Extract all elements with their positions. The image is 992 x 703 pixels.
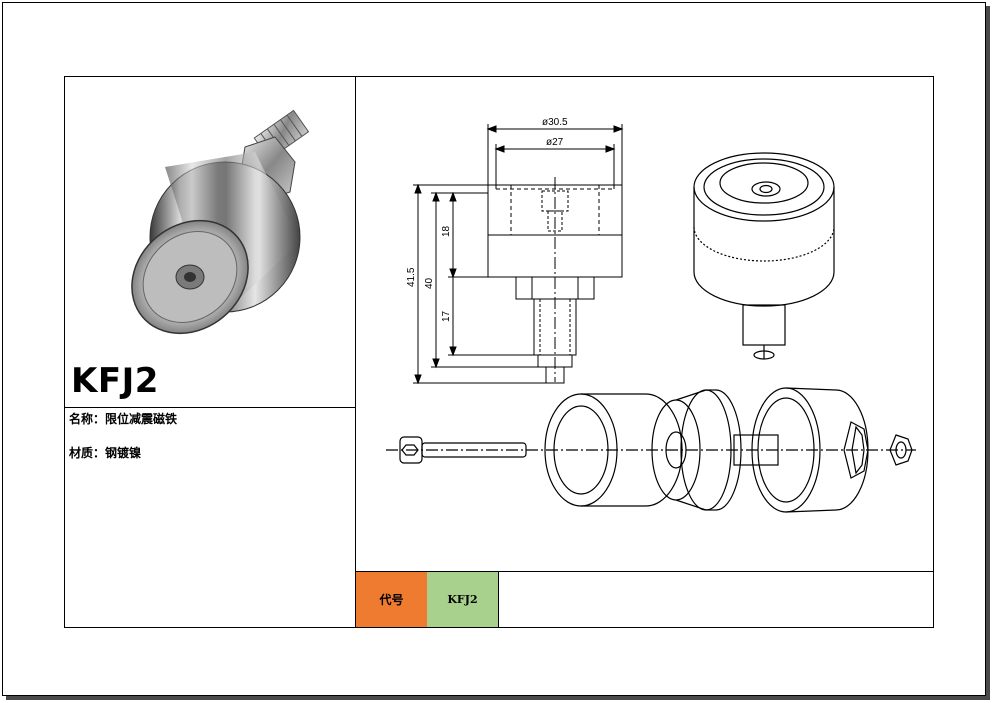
exploded-view: [386, 387, 916, 513]
material-value: 钢镀镍: [105, 446, 142, 460]
material-label: 材质：: [69, 446, 106, 460]
dim-total-height: 41.5: [406, 267, 417, 287]
title-frame: KFJ2 名称：限位减震磁铁 材质：钢镀镍 ø30.5: [64, 76, 934, 628]
isometric-view: [693, 152, 835, 360]
technical-drawing-cell: ø30.5 ø27: [356, 77, 933, 572]
model-title: KFJ2: [71, 361, 159, 401]
dim-inner-diameter: ø27: [546, 137, 564, 148]
name-label: 名称：: [69, 412, 106, 426]
dim-outer-diameter: ø30.5: [542, 117, 568, 128]
dim-body-height: 40: [424, 277, 435, 289]
material-spec: 材质：钢镀镍: [69, 444, 141, 461]
name-value: 限位减震磁铁: [105, 412, 178, 426]
product-photo: [131, 109, 310, 335]
code-row: 代号 KFJ2: [355, 572, 933, 627]
left-column: KFJ2 名称：限位减震磁铁 材质：钢镀镍: [65, 77, 356, 627]
name-spec: 名称：限位减震磁铁: [69, 410, 177, 427]
code-value-cell: KFJ2: [427, 572, 499, 627]
dim-top-height: 18: [441, 225, 452, 237]
front-view: ø30.5 ø27: [406, 117, 624, 385]
dim-thread-length: 17: [441, 310, 452, 322]
technical-drawing: ø30.5 ø27: [386, 117, 916, 513]
drawing-sheet: KFJ2 名称：限位减震磁铁 材质：钢镀镍 ø30.5: [2, 2, 986, 696]
product-photo-cell: KFJ2: [65, 77, 355, 408]
code-label-cell: 代号: [355, 572, 428, 627]
